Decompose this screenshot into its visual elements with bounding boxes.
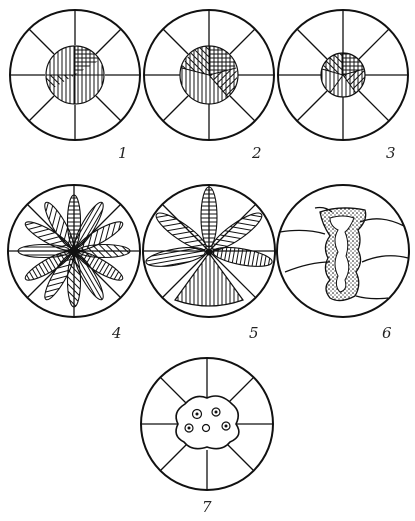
panel-5-center-dot [206,249,213,256]
panel-5-label: 5 [249,324,259,342]
panel-7-label: 7 [202,498,212,516]
panel-4 [8,185,140,317]
panel-6-label: 6 [382,324,392,342]
panel-6 [277,185,409,317]
panel-7-center-blob [176,396,239,449]
panel-1-label: 1 [118,144,128,162]
panel-5-petal [201,187,217,247]
panel-5-petal [145,244,207,270]
panel-2-center-disc [180,46,238,104]
panel-4-center-dot [70,247,78,255]
panel-1 [10,10,140,140]
panel-7 [141,358,273,490]
panel-3-center-disc [321,53,365,97]
panel-2 [144,10,274,140]
panel-3 [278,10,408,140]
panel-5-petal [212,244,274,270]
panel-2-label: 2 [251,144,262,162]
panel-4-label: 4 [111,324,122,342]
panel-1-center-disc [46,46,104,104]
panel-3-label: 3 [386,144,396,162]
panel-5 [143,185,275,317]
